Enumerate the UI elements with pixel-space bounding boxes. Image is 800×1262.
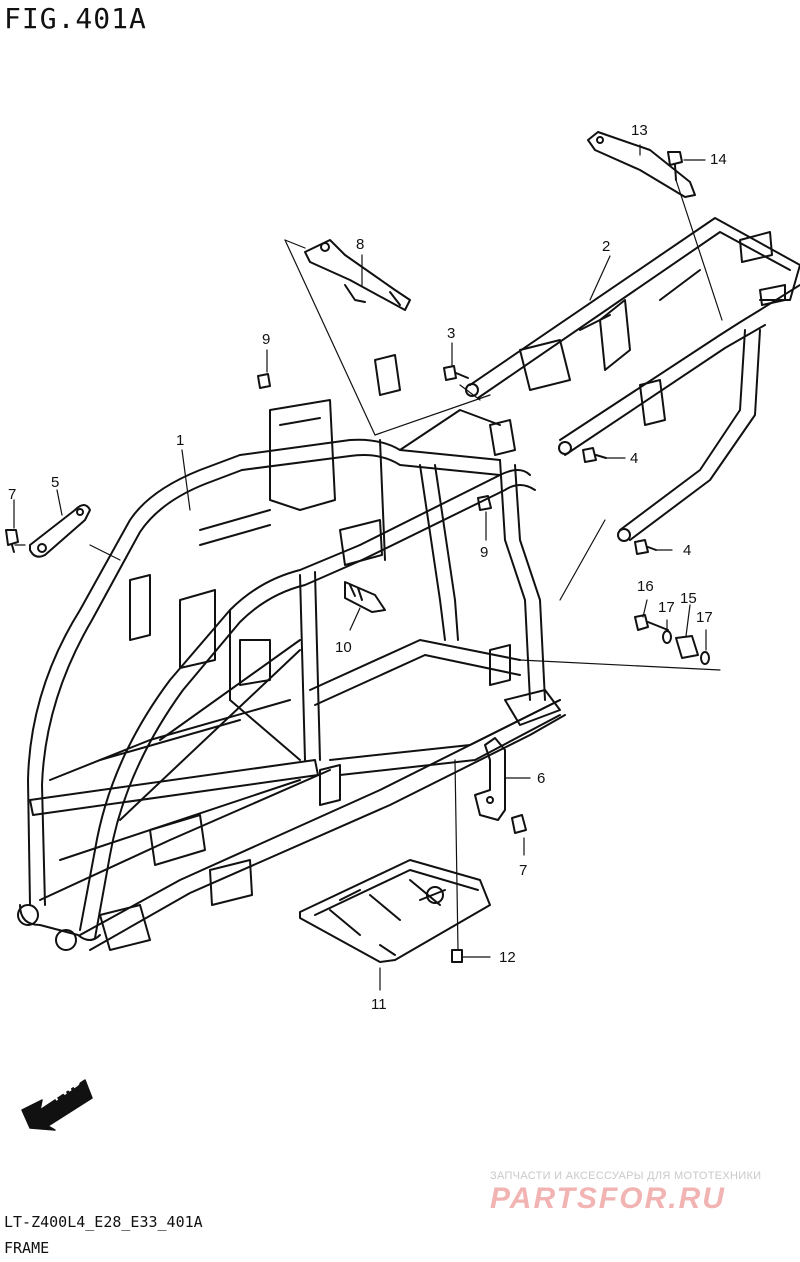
- callout-9-lower: 9: [480, 544, 489, 561]
- watermark-tagline: ЗАПЧАСТИ И АКСЕССУАРЫ ДЛЯ МОТОТЕХНИКИ: [490, 1170, 762, 1182]
- bracket-6: [474, 737, 506, 821]
- spacer-15: [675, 635, 699, 659]
- main-frame: [17, 354, 566, 951]
- callout-17-right: 17: [696, 609, 713, 626]
- bracket-13: [587, 131, 696, 198]
- washer-17-right: [700, 651, 710, 665]
- bolt-4-upper: [582, 447, 607, 463]
- callout-14: 14: [710, 151, 727, 168]
- callout-17-left: 17: [658, 599, 675, 616]
- rear-frame: [465, 217, 800, 542]
- bracket-5: [29, 504, 91, 558]
- callout-8: 8: [356, 236, 365, 253]
- callout-4-lower: 4: [683, 542, 692, 559]
- callout-13: 13: [631, 122, 648, 139]
- callout-7-left: 7: [8, 486, 17, 503]
- callout-12: 12: [499, 949, 516, 966]
- bolt-7-right: [511, 814, 527, 834]
- callout-15: 15: [680, 590, 697, 607]
- section-name: FRAME: [4, 1239, 50, 1257]
- bolt-4-lower: [634, 539, 657, 555]
- bracket-8: [304, 239, 411, 311]
- bolt-9-upper: [257, 373, 271, 389]
- bolt-12: [451, 949, 463, 963]
- washer-17-left: [662, 630, 672, 644]
- callout-3: 3: [447, 325, 456, 342]
- callout-1: 1: [176, 432, 185, 449]
- leader-lines: [13, 144, 723, 991]
- bolt-3: [443, 365, 469, 381]
- callout-2: 2: [602, 238, 611, 255]
- callout-7-right: 7: [519, 862, 528, 879]
- fwd-arrow: [21, 1079, 93, 1131]
- callout-11: 11: [371, 996, 387, 1013]
- callout-10: 10: [335, 639, 352, 656]
- bolt-7-left: [5, 529, 19, 553]
- bolt-9-lower: [477, 495, 492, 511]
- callout-5: 5: [51, 474, 60, 491]
- callout-6: 6: [537, 770, 546, 787]
- part-10: [344, 581, 386, 613]
- callout-16: 16: [637, 578, 654, 595]
- callout-4-upper: 4: [630, 450, 639, 467]
- bolt-16: [634, 614, 669, 631]
- bolt-14: [667, 151, 683, 181]
- figure-title: FIG.401A: [4, 2, 147, 35]
- callout-9-upper: 9: [262, 331, 271, 348]
- watermark-logo: PARTSFOR.RU: [490, 1182, 726, 1215]
- skid-plate-11: [299, 859, 491, 963]
- model-code: LT-Z400L4_E28_E33_401A: [4, 1213, 203, 1231]
